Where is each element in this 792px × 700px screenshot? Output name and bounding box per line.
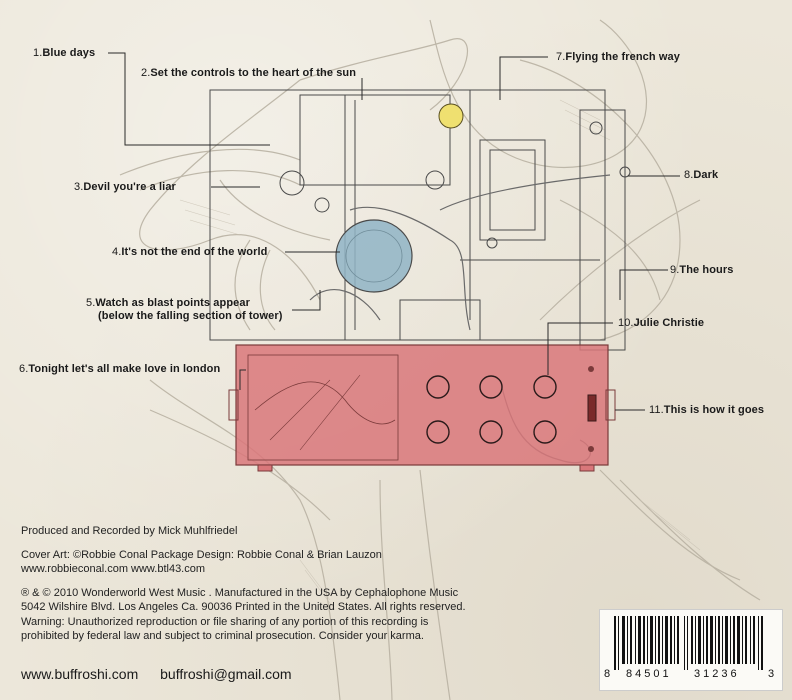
track-10: 10.Julie Christie: [618, 317, 704, 329]
track-title: Devil you're a liar: [83, 181, 176, 193]
track-title: Watch as blast points appear: [95, 297, 250, 309]
track-title: Blue days: [42, 47, 96, 59]
band-email[interactable]: buffroshi@gmail.com: [160, 666, 292, 682]
track-title: Set the controls to the heart of the sun: [150, 67, 357, 79]
barcode-right-group: 31236: [694, 668, 740, 680]
track-number: 3.: [74, 181, 84, 193]
track-1: 1.Blue days: [33, 47, 95, 59]
track-title: Flying the french way: [565, 51, 680, 63]
track-title: Julie Christie: [633, 317, 705, 329]
track-number: 9.: [670, 264, 680, 276]
track-number: 6.: [19, 363, 29, 375]
track-number: 4.: [112, 246, 122, 258]
warning-line-1: Warning: Unauthorized reproduction or fi…: [21, 615, 429, 628]
track-number: 1.: [33, 47, 43, 59]
flower-shading: [179, 99, 701, 611]
track-number: 10.: [618, 317, 634, 329]
track-number: 8.: [684, 169, 694, 181]
producer-credit: Produced and Recorded by Mick Muhlfriede…: [21, 525, 238, 537]
amplifier: [228, 344, 616, 472]
barcode: 8 84501 31236 3: [599, 609, 783, 691]
leader-lines: [108, 52, 680, 411]
track-9: 9.The hours: [670, 264, 733, 276]
art-websites: www.robbieconal.com www.btl43.com: [21, 563, 206, 575]
contact-footer: www.buffroshi.com buffroshi@gmail.com: [21, 666, 310, 682]
track-title: The hours: [679, 264, 734, 276]
lamp-bulb: [438, 103, 464, 129]
track-6: 6.Tonight let's all make love in london: [19, 363, 220, 375]
barcode-left-group: 84501: [626, 668, 672, 680]
barcode-bars: [614, 616, 763, 670]
track-8: 8.Dark: [684, 169, 718, 181]
track-7: 7.Flying the french way: [556, 51, 680, 63]
barcode-first-digit: 8: [604, 668, 611, 680]
track-title: It's not the end of the world: [121, 246, 268, 258]
track-title: Tonight let's all make love in london: [28, 363, 221, 375]
band-website[interactable]: www.buffroshi.com: [21, 666, 139, 682]
track-number: 11.: [649, 404, 664, 416]
credits-block: Produced and Recorded by Mick Muhlfriede…: [21, 524, 561, 644]
track-5: 5.Watch as blast points appear: [86, 297, 250, 309]
track-11: 11.This is how it goes: [649, 404, 764, 416]
warning-line-2: prohibited by federal law and subject to…: [21, 630, 424, 642]
track-title: Dark: [693, 169, 719, 181]
track-title: This is how it goes: [663, 404, 765, 416]
flower-illustration: [119, 19, 761, 700]
track-number: 7.: [556, 51, 566, 63]
track-number: 2.: [141, 67, 151, 79]
track-4: 4.It's not the end of the world: [112, 246, 267, 258]
track-5-line2: (below the falling section of tower): [98, 310, 283, 322]
vacuum-tube: [335, 219, 413, 293]
track-2: 2.Set the controls to the heart of the s…: [141, 67, 356, 79]
track-number: 5.: [86, 297, 96, 309]
art-credit: Cover Art: ©Robbie Conal Package Design:…: [21, 548, 382, 561]
track-3: 3.Devil you're a liar: [74, 181, 176, 193]
address-line: 5042 Wilshire Blvd. Los Angeles Ca. 9003…: [21, 601, 466, 613]
copyright-line: ® & © 2010 Wonderworld West Music . Manu…: [21, 586, 459, 599]
barcode-check-digit: 3: [768, 668, 775, 680]
